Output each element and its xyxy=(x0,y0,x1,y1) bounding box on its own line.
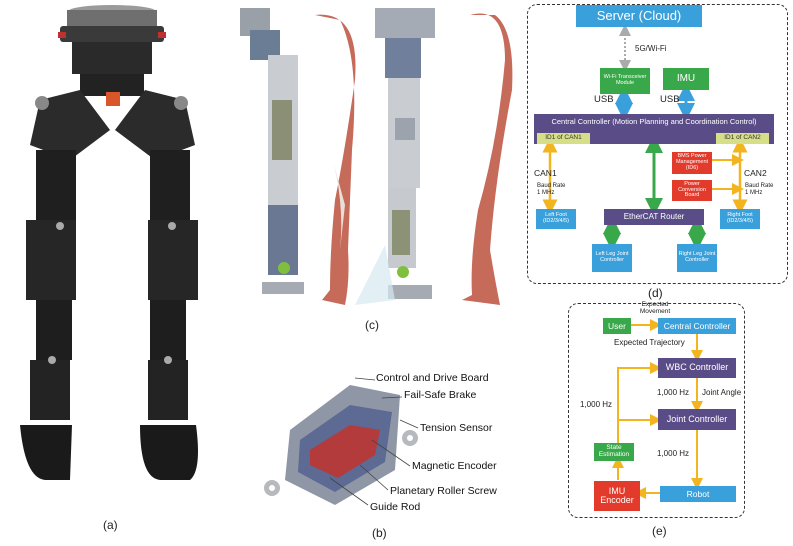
robot-box: Robot xyxy=(660,486,736,502)
estimation-frequency-label: 1,000 Hz xyxy=(580,400,613,409)
callout-planetary-roller-screw: Planetary Roller Screw xyxy=(390,485,497,497)
right-foot-box: Right Foot (ID2/3/4/5) xyxy=(720,209,760,229)
bms-power-box: BMS Power Management (ID6) xyxy=(672,152,712,174)
baud-rate-right-label: Baud Rate 1 MHz xyxy=(745,183,774,197)
user-box: User xyxy=(603,318,631,334)
can2-label: CAN2 xyxy=(744,168,767,178)
panel-label-a: (a) xyxy=(103,518,118,532)
architecture-diagram-frame xyxy=(527,4,788,284)
wbc-controller-box: WBC Controller xyxy=(658,358,736,378)
central-controller-e-box: Central Controller xyxy=(658,318,736,334)
id1-can2-tag: ID1 of CAN2 xyxy=(716,133,769,144)
panel-label-e: (e) xyxy=(652,524,667,538)
wifi-transceiver-box: Wi-Fi Transceiver Module xyxy=(600,68,650,94)
control-loop-frame xyxy=(568,303,745,518)
baud-rate-left-label: Baud Rate 1 MHz xyxy=(537,183,566,197)
right-leg-joint-box: Right Leg Joint Controller xyxy=(677,244,717,272)
state-estimation-box: State Estimation xyxy=(594,443,634,461)
expected-trajectory-label: Expected Trajectory xyxy=(614,338,685,347)
link-5g-wifi-label: 5G/Wi-Fi xyxy=(635,44,667,53)
wbc-frequency-label: 1,000 Hz xyxy=(657,388,690,397)
imu-encoder-box: IMU Encoder xyxy=(594,481,640,511)
callout-fail-safe-brake: Fail-Safe Brake xyxy=(404,389,477,401)
id1-can1-tag: ID1 of CAN1 xyxy=(537,133,590,144)
joint-angle-label: Joint Angle xyxy=(702,388,742,397)
expected-movement-label: Expected Movement xyxy=(639,301,671,315)
panel-label-c: (c) xyxy=(365,318,379,332)
panel-label-b: (b) xyxy=(372,526,387,540)
left-foot-box: Left Foot (ID2/3/4/5) xyxy=(536,209,576,229)
usb-left-label: USB xyxy=(594,94,614,105)
callout-magnetic-encoder: Magnetic Encoder xyxy=(412,460,497,472)
joint-frequency-label: 1,000 Hz xyxy=(657,449,690,458)
can1-label: CAN1 xyxy=(534,168,557,178)
usb-right-label: USB xyxy=(660,94,680,105)
left-leg-joint-box: Left Leg Joint Controller xyxy=(592,244,632,272)
callout-guide-rod: Guide Rod xyxy=(370,501,421,513)
power-conversion-box: Power Conversion Board xyxy=(672,180,712,201)
server-cloud-box: Server (Cloud) xyxy=(576,5,702,27)
callout-tension-sensor: Tension Sensor xyxy=(420,422,493,434)
joint-controller-box: Joint Controller xyxy=(658,409,736,430)
ethercat-router-box: EtherCAT Router xyxy=(604,209,704,225)
imu-box: IMU xyxy=(663,68,709,90)
callout-control-drive-board: Control and Drive Board xyxy=(376,372,489,384)
panel-label-d: (d) xyxy=(648,286,663,300)
